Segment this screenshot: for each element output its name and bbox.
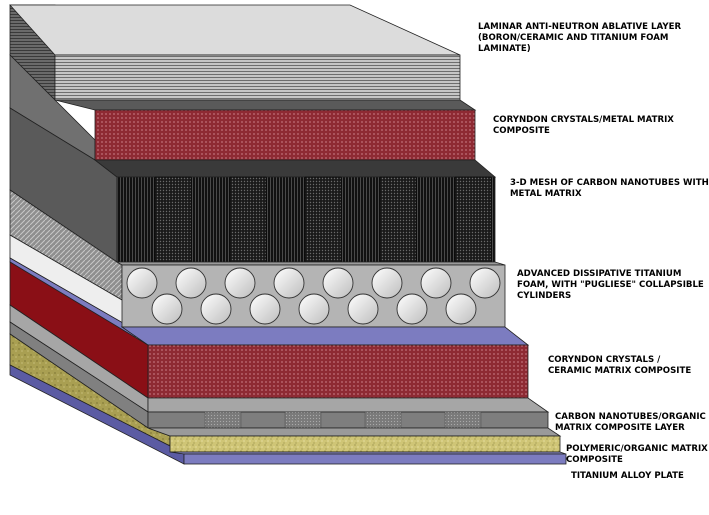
foam-cylinder: [445, 293, 477, 325]
layer-corundum-ceramic: [120, 326, 530, 399]
mesh-band: [379, 176, 417, 263]
organic-band: [364, 411, 402, 429]
label-anti-neutron-layer: LAMINAR ANTI-NEUTRON ABLATIVE LAYER(BORO…: [478, 22, 682, 54]
foam-cylinder: [371, 267, 403, 299]
organic-band: [204, 411, 242, 429]
side-faces: [9, 4, 185, 465]
layer-titanium-foam: [115, 261, 506, 328]
mesh-band: [304, 176, 342, 263]
foam-cylinder: [175, 267, 207, 299]
foam-cylinder: [298, 293, 330, 325]
foam-cylinder: [469, 267, 501, 299]
layer-polymeric: [147, 427, 562, 453]
foam-cylinder: [396, 293, 428, 325]
foam-cylinder: [126, 267, 158, 299]
label-corundum-ceramic-layer: CORYNDON CRYSTALS /CERAMIC MATRIX COMPOS…: [548, 355, 692, 376]
foam-cylinder: [151, 293, 183, 325]
organic-band: [444, 411, 482, 429]
foam-cylinder: [322, 267, 354, 299]
layer-anti-neutron: [9, 4, 461, 101]
foam-cylinder: [200, 293, 232, 325]
layer-titanium-plate: [169, 451, 567, 465]
foam-cylinder: [273, 267, 305, 299]
foam-cylinder: [224, 267, 256, 299]
layer-nanotube-mesh: [93, 159, 497, 263]
mesh-band: [229, 176, 267, 263]
mesh-band: [454, 176, 492, 263]
layer-corundum-metal: [54, 99, 477, 161]
label-titanium-plate-layer: TITANIUM ALLOY PLATE: [571, 471, 684, 481]
mesh-band: [154, 176, 192, 263]
foam-cylinder: [249, 293, 281, 325]
foam-cylinder: [420, 267, 452, 299]
foam-cylinder: [347, 293, 379, 325]
organic-band: [284, 411, 322, 429]
layer-nanotube-organic: [147, 397, 550, 429]
